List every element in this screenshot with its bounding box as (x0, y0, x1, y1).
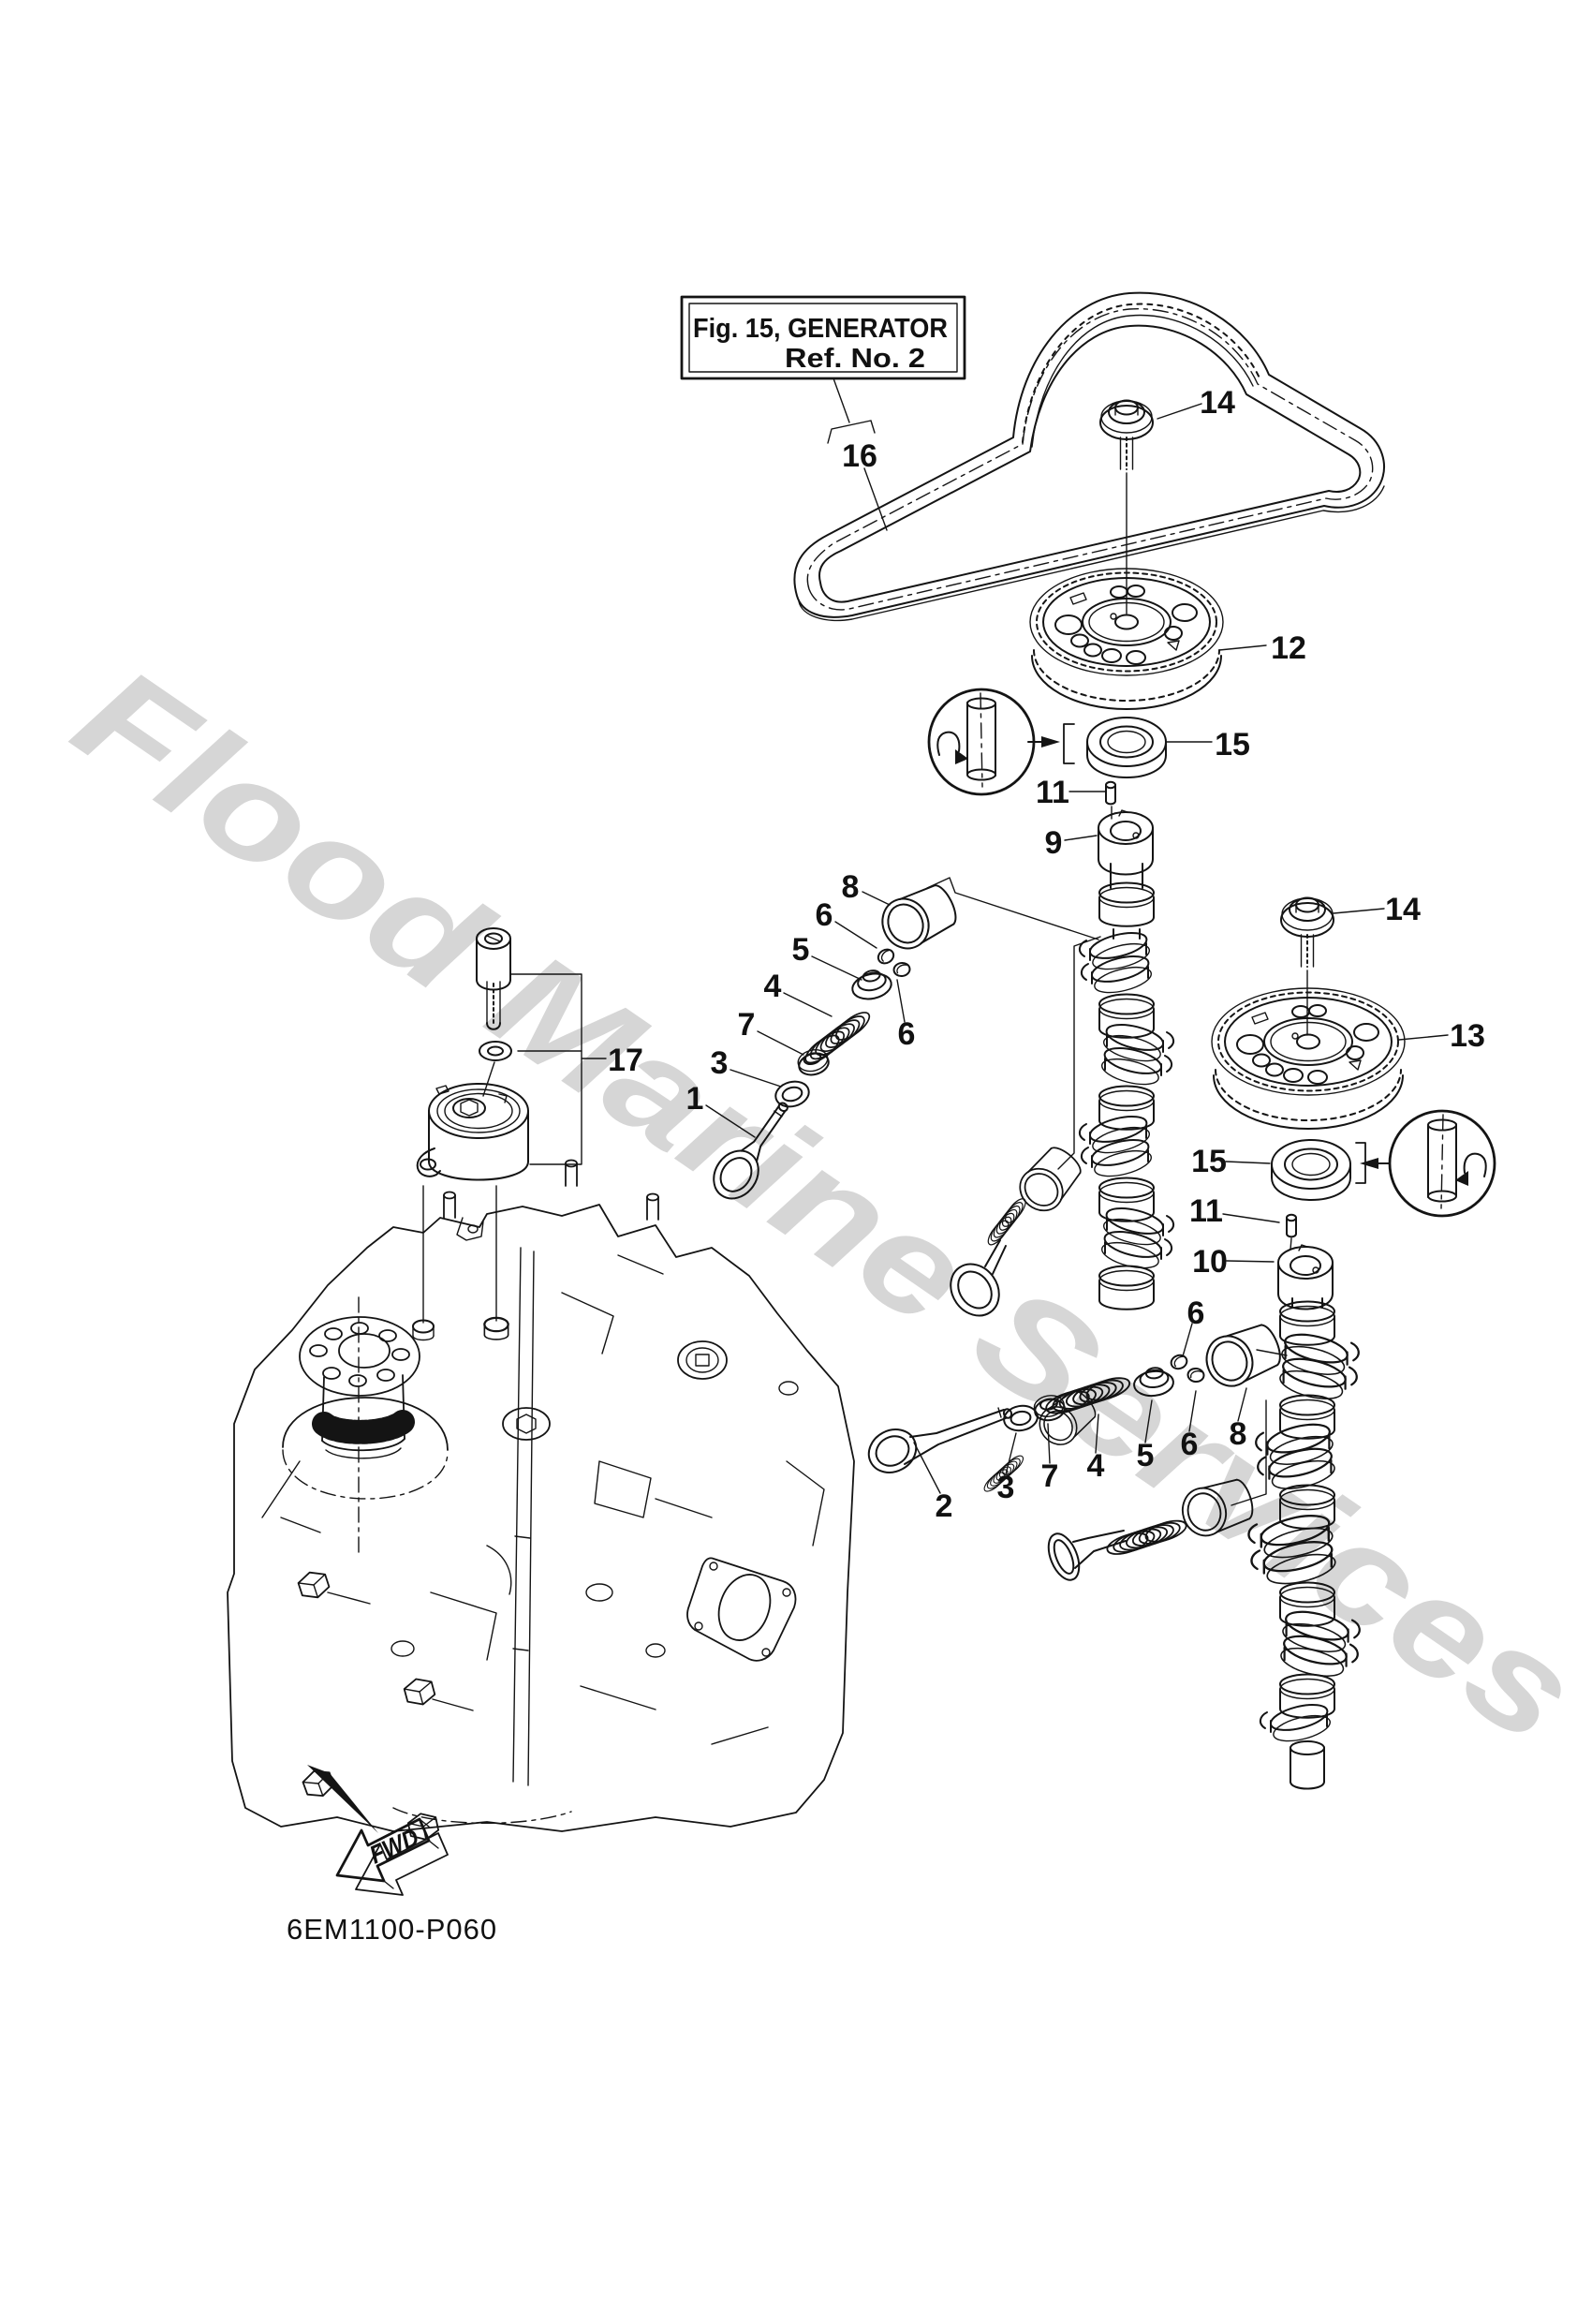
fwd-label: FWD (365, 1823, 423, 1869)
callout-13: 13 (1450, 1018, 1485, 1054)
callout-9: 9 (1045, 825, 1063, 861)
valve-lifter-8a (873, 877, 964, 957)
sprocket-bolt-upper (1099, 399, 1154, 614)
callout-11-right: 11 (1189, 1193, 1223, 1229)
callout-8-upper: 8 (842, 869, 860, 905)
callout-6-upper-b: 6 (898, 1016, 916, 1052)
tensioner-washer (479, 1041, 512, 1097)
callout-3-lower: 3 (997, 1470, 1015, 1505)
dowel-pin-upper (1105, 780, 1116, 820)
sprocket-bolt-right (1280, 896, 1334, 1036)
callout-14-upper: 14 (1200, 385, 1235, 421)
callout-4-lower: 4 (1087, 1448, 1105, 1484)
spring-retainer-5a (848, 966, 895, 1004)
callout-7-upper: 7 (738, 1007, 756, 1043)
figure-ref: Ref. No. 2 (785, 344, 925, 374)
camshaft-sprocket-13 (1211, 987, 1406, 1130)
valve-train-upper (703, 877, 1099, 1208)
intake-camshaft (1078, 863, 1175, 1310)
engine-block (227, 1159, 855, 1843)
callout-5-lower: 5 (1137, 1438, 1155, 1473)
callout-11-upper: 11 (1036, 775, 1069, 810)
callout-1: 1 (686, 1081, 704, 1117)
bracket-17 (510, 973, 607, 1165)
callout-6-lower-b: 6 (1181, 1427, 1199, 1462)
assembled-valve-unit-upper (950, 936, 1101, 1317)
camshaft-sprocket-12 (1029, 568, 1224, 710)
timing-belt-tensioner (412, 1083, 529, 1341)
callout-4-upper: 4 (764, 969, 782, 1004)
callout-7-lower: 7 (1041, 1458, 1059, 1494)
callout-17: 17 (608, 1043, 643, 1078)
drawing-code: 6EM1100-P060 (287, 1913, 497, 1946)
callout-12: 12 (1271, 630, 1306, 666)
callout-15-right: 15 (1191, 1144, 1227, 1179)
callout-6-upper-a: 6 (816, 897, 833, 933)
callout-2: 2 (936, 1488, 953, 1524)
valve-spring-4a (801, 1007, 875, 1069)
valve-train-lower (867, 1317, 1288, 1473)
callout-6-lower-a: 6 (1187, 1295, 1205, 1331)
figure-label-box: Fig. 15, GENERATOR Ref. No. 2 (680, 295, 966, 380)
timing-belt (793, 291, 1385, 622)
pin-detail-circle-left (927, 688, 1075, 796)
camshaft-end-cap-9 (1098, 809, 1154, 876)
camshaft-end-cap-10 (1277, 1244, 1334, 1310)
dowel-pin-right (1286, 1213, 1297, 1251)
watermark-text: Flood Marine Services (49, 635, 1577, 1773)
figure-title: Fig. 15, GENERATOR (693, 314, 948, 344)
callout-8-lower: 8 (1230, 1416, 1247, 1452)
valve-2 (867, 1407, 1013, 1473)
valve-cotters-6a (875, 945, 912, 979)
axis-leader-upper (926, 877, 1099, 940)
oil-seal-upper (1086, 717, 1167, 778)
callout-5-upper: 5 (792, 932, 810, 968)
callout-3-upper: 3 (711, 1045, 729, 1081)
callout-15-upper: 15 (1215, 727, 1250, 762)
tensioner-bolt-17 (476, 927, 511, 1030)
oil-seal-right (1271, 1139, 1351, 1201)
pin-detail-circle-right (1355, 1109, 1496, 1218)
callout-16: 16 (842, 438, 877, 474)
exhaust-camshaft (1247, 1297, 1361, 1790)
leader-lines (705, 377, 1449, 1494)
assembled-valve-unit-lower (1047, 1399, 1267, 1581)
callout-10: 10 (1192, 1244, 1228, 1280)
callout-14-right: 14 (1385, 892, 1421, 927)
